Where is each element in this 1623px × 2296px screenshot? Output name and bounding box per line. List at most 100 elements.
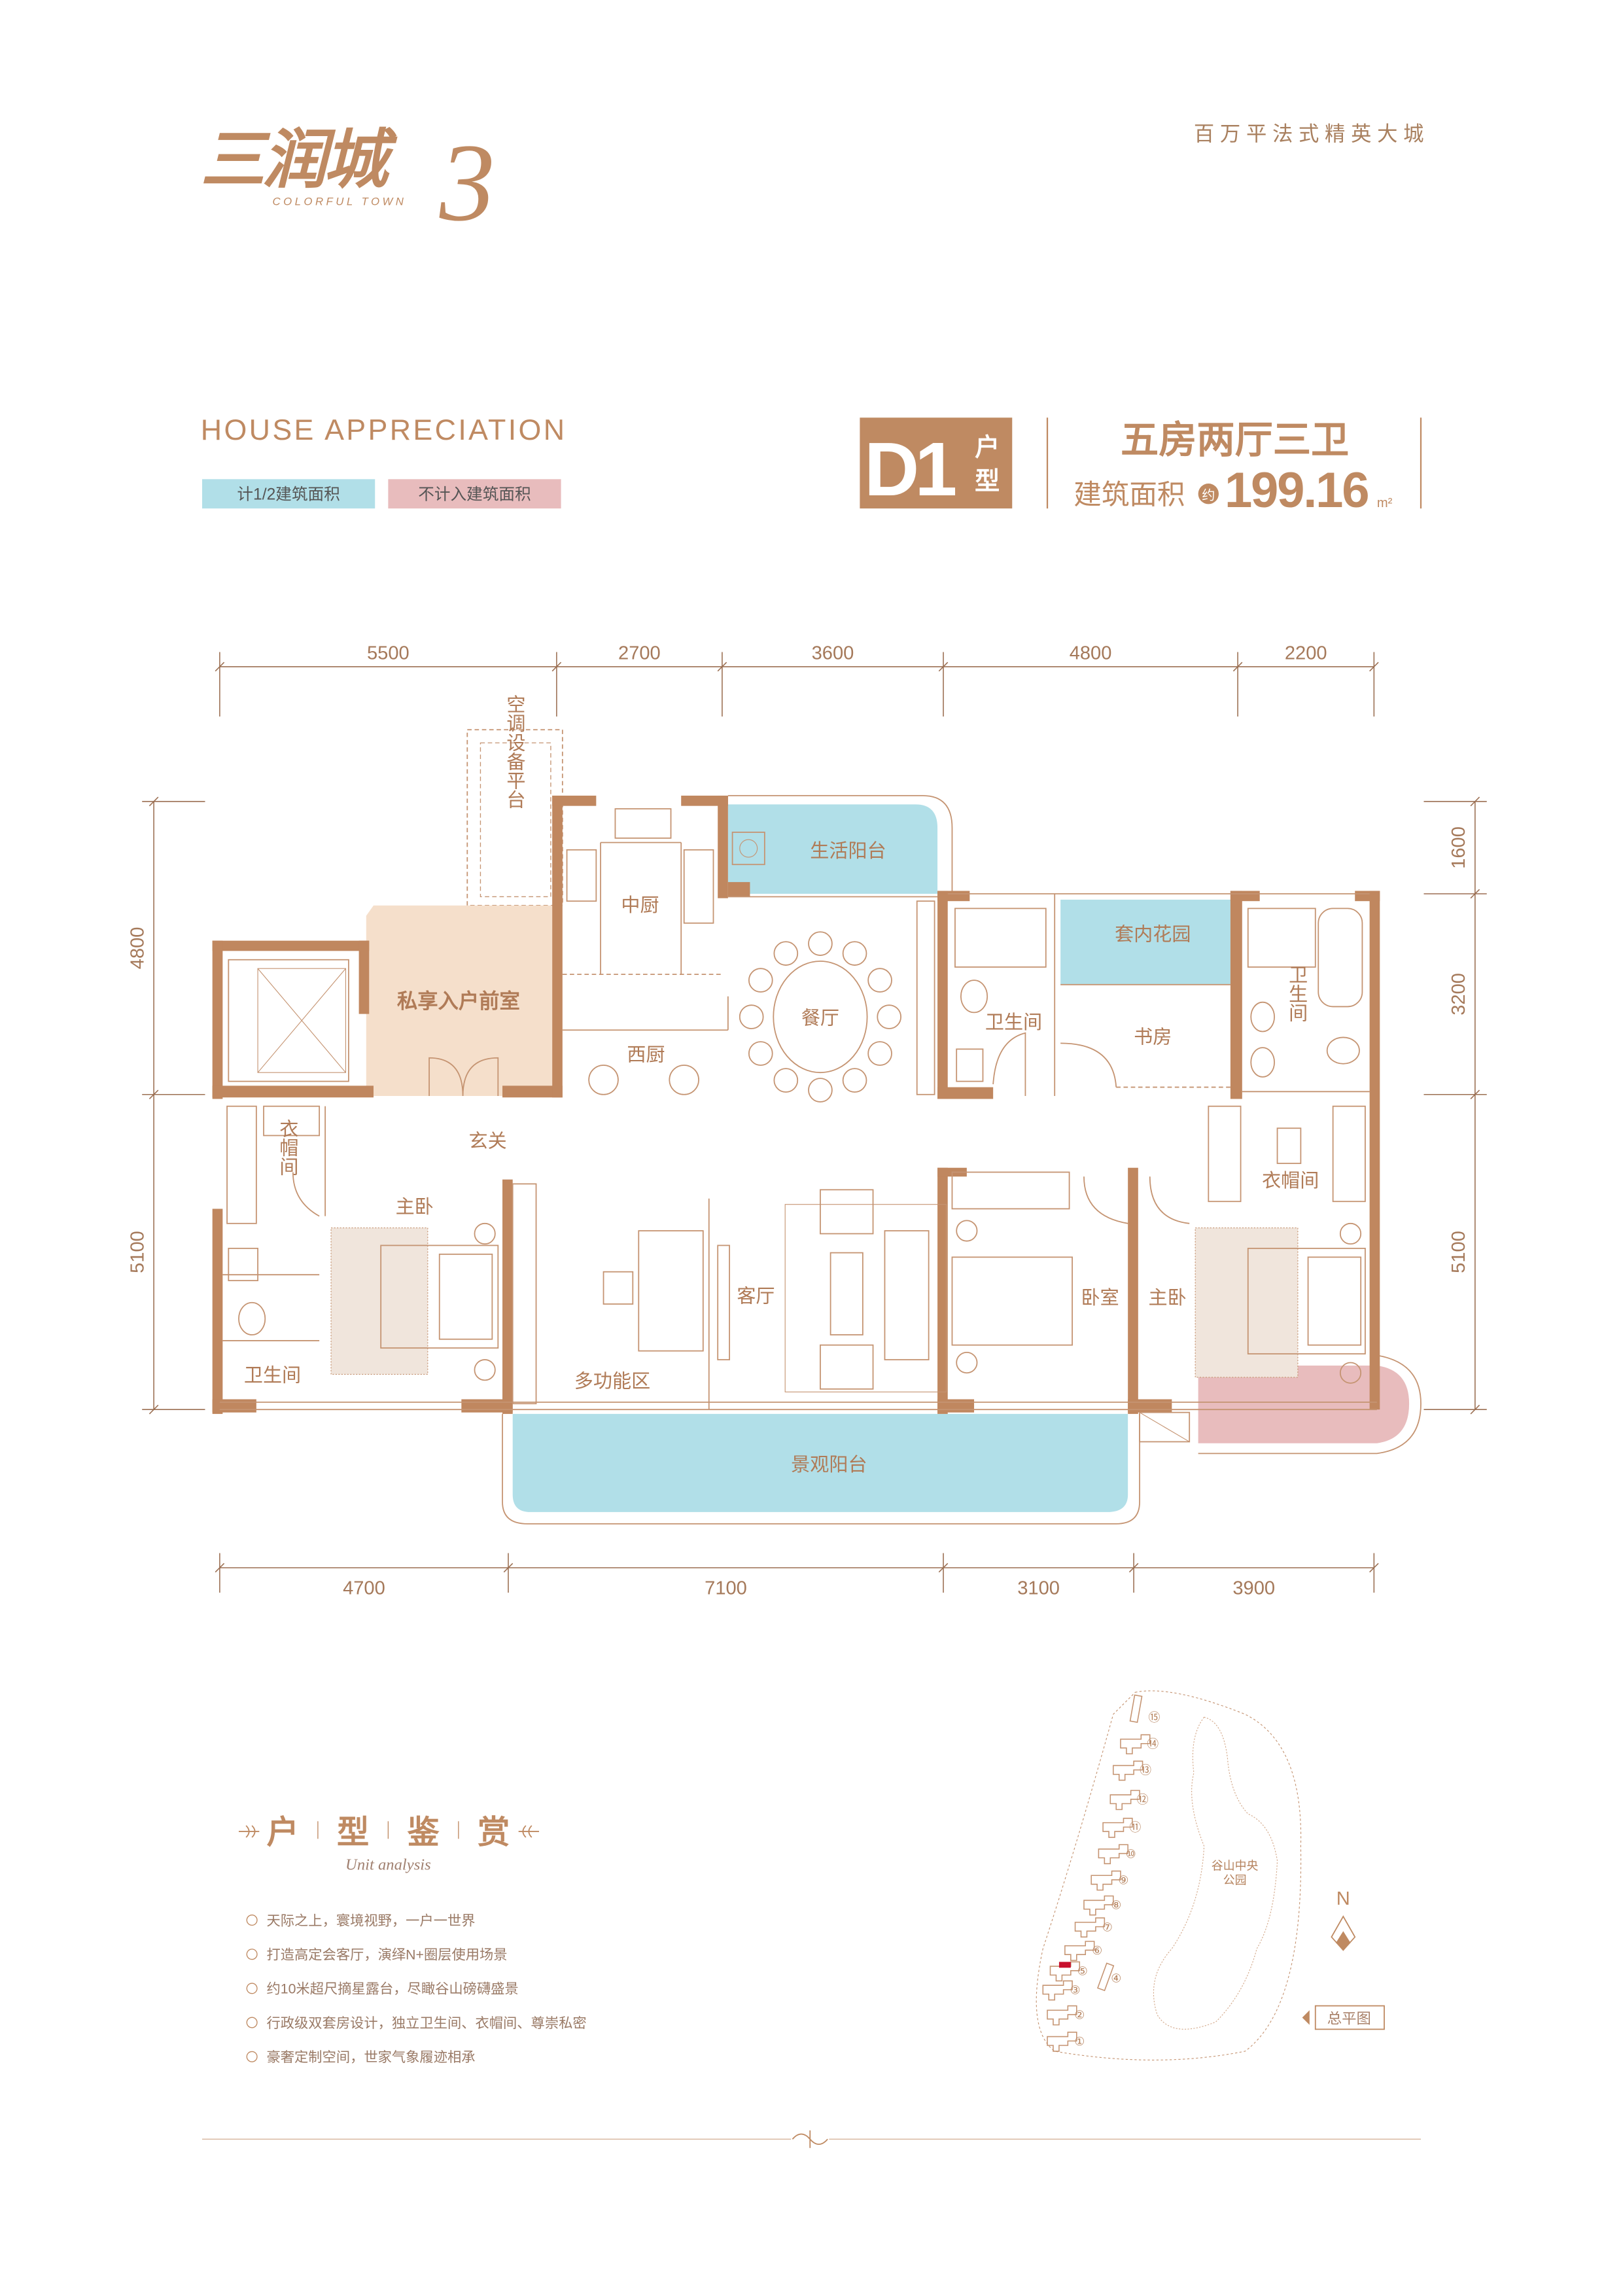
footer-ornament-icon bbox=[792, 2130, 828, 2148]
building-number: ⑮ bbox=[1149, 1711, 1161, 1724]
area-label: 建筑面积 bbox=[1073, 479, 1185, 510]
dining-chair bbox=[808, 931, 833, 956]
unit-code: D1 bbox=[864, 427, 955, 512]
master-plan-button-frame bbox=[1314, 2005, 1385, 2030]
site-building bbox=[1109, 1790, 1140, 1810]
room-living: 客厅 bbox=[737, 1286, 775, 1307]
analysis-points: 天际之上，寰境视野，一户一世界打造高定会客厅，演绎N+圈层使用场景约10米超尺摘… bbox=[246, 1913, 587, 2065]
dimension-tick bbox=[148, 1404, 159, 1415]
room-central-kitchen: 中厨 bbox=[621, 894, 659, 916]
rug bbox=[1195, 1227, 1299, 1378]
rug bbox=[784, 1204, 947, 1392]
room-garden: 套内花园 bbox=[1115, 924, 1191, 945]
partitions bbox=[219, 841, 1377, 1411]
service-shaft bbox=[1139, 1411, 1191, 1443]
room-view-balcony: 景观阳台 bbox=[791, 1454, 867, 1475]
excluded-area bbox=[1198, 1366, 1410, 1443]
toilet bbox=[238, 1301, 266, 1335]
room-utility-balcony: 生活阳台 bbox=[810, 840, 886, 862]
north-label: N bbox=[1336, 1888, 1350, 1909]
unit-layout: 五房两厅三卫 bbox=[1121, 419, 1349, 461]
legend: 计1/2建筑面积 不计入建筑面积 bbox=[202, 479, 561, 509]
building-number: ⑬ bbox=[1140, 1764, 1151, 1777]
dimension-label: 3200 bbox=[1448, 973, 1469, 1016]
sink bbox=[614, 808, 672, 839]
dimension-tick bbox=[1369, 662, 1379, 672]
basin bbox=[956, 1048, 984, 1082]
dimension-label: 2700 bbox=[618, 643, 661, 664]
analysis-point: 约10米超尺摘星露台，尽瞰谷山磅礴盛景 bbox=[267, 1981, 519, 1997]
dimension-tick bbox=[938, 1563, 949, 1573]
room-ac-platform: 空调设备平台 bbox=[504, 694, 526, 809]
site-building bbox=[1064, 1941, 1095, 1961]
bed bbox=[951, 1256, 1073, 1346]
unit-type-char-1: 户 bbox=[975, 434, 1000, 461]
fridge bbox=[683, 849, 714, 924]
analysis-title-char: 赏 bbox=[478, 1814, 510, 1850]
highlighted-unit-marker bbox=[1058, 1962, 1071, 1968]
ornament-left-icon bbox=[238, 1825, 260, 1838]
dining-chair bbox=[748, 1041, 773, 1066]
dimension-label: 3900 bbox=[1232, 1578, 1275, 1598]
dining-chair bbox=[867, 1041, 892, 1066]
site-building bbox=[1112, 1760, 1143, 1781]
dining-chair bbox=[739, 1004, 764, 1029]
entry-door[interactable] bbox=[428, 1057, 499, 1097]
dimension-tick bbox=[503, 1563, 514, 1573]
unit-badge-bg bbox=[860, 417, 1013, 509]
logo: 三润城 COLORFUL TOWN 3 bbox=[201, 120, 495, 244]
bed bbox=[380, 1245, 499, 1349]
building-number: ⑩ bbox=[1126, 1847, 1136, 1860]
dining-chair bbox=[842, 941, 867, 966]
site-building bbox=[1047, 2032, 1077, 2052]
utility-balcony-area bbox=[727, 804, 938, 894]
coffee-table bbox=[829, 1252, 864, 1335]
north-arrow-fill bbox=[1336, 1931, 1351, 1951]
bullet-icon bbox=[246, 1949, 258, 1960]
analysis-subtitle: Unit analysis bbox=[345, 1856, 431, 1873]
office-chair bbox=[602, 1271, 634, 1305]
basin bbox=[1250, 1001, 1275, 1033]
dimension-label: 3100 bbox=[1017, 1578, 1060, 1598]
site-building bbox=[1102, 1818, 1133, 1838]
ac-platform-inner bbox=[480, 742, 551, 898]
park-label: 公园 bbox=[1223, 1874, 1247, 1887]
room-private-foyer: 私享入户前室 bbox=[397, 989, 520, 1013]
unit-type-char-2: 型 bbox=[975, 468, 1000, 495]
approx-badge bbox=[1198, 484, 1219, 504]
site-boundary bbox=[1036, 1690, 1302, 2060]
unit-badge: D1 户 型 bbox=[860, 417, 1013, 512]
dimension-label: 5500 bbox=[367, 643, 410, 664]
building-number: ⑦ bbox=[1102, 1920, 1113, 1934]
basin bbox=[1250, 1047, 1275, 1078]
building-number: ⑫ bbox=[1137, 1793, 1149, 1807]
room-bath-left: 卫生间 bbox=[244, 1365, 301, 1386]
garden-area bbox=[1060, 899, 1230, 985]
bullet-icon bbox=[246, 2017, 258, 2028]
utility-balcony-rail bbox=[727, 795, 953, 897]
dimension-tick bbox=[1470, 1089, 1480, 1100]
analysis-point: 豪奢定制空间，世家气象履迹相承 bbox=[267, 2049, 476, 2065]
legend-swatch-half-area bbox=[202, 479, 375, 509]
dining-chair bbox=[867, 968, 892, 993]
site-building bbox=[1047, 2005, 1077, 2026]
furniture bbox=[228, 808, 1366, 1443]
legend-swatch-excluded bbox=[388, 479, 561, 509]
section-title: HOUSE APPRECIATION bbox=[201, 414, 567, 446]
dimension-label: 5100 bbox=[127, 1231, 148, 1273]
room-dining: 餐厅 bbox=[801, 1007, 839, 1029]
building-number: ⑥ bbox=[1092, 1944, 1102, 1957]
building-number: ⑨ bbox=[1118, 1874, 1128, 1887]
building-number: ⑤ bbox=[1077, 1965, 1088, 1978]
dimension-label: 5100 bbox=[1448, 1231, 1469, 1273]
dimension-tick bbox=[148, 1089, 159, 1100]
room-bedroom: 卧室 bbox=[1081, 1287, 1119, 1309]
room-entrance: 玄关 bbox=[469, 1130, 507, 1152]
site-building bbox=[1042, 1980, 1073, 2001]
stove bbox=[566, 849, 597, 902]
master-plan-button[interactable]: 总平图 bbox=[1302, 2005, 1385, 2030]
dining-chair bbox=[773, 1068, 799, 1093]
